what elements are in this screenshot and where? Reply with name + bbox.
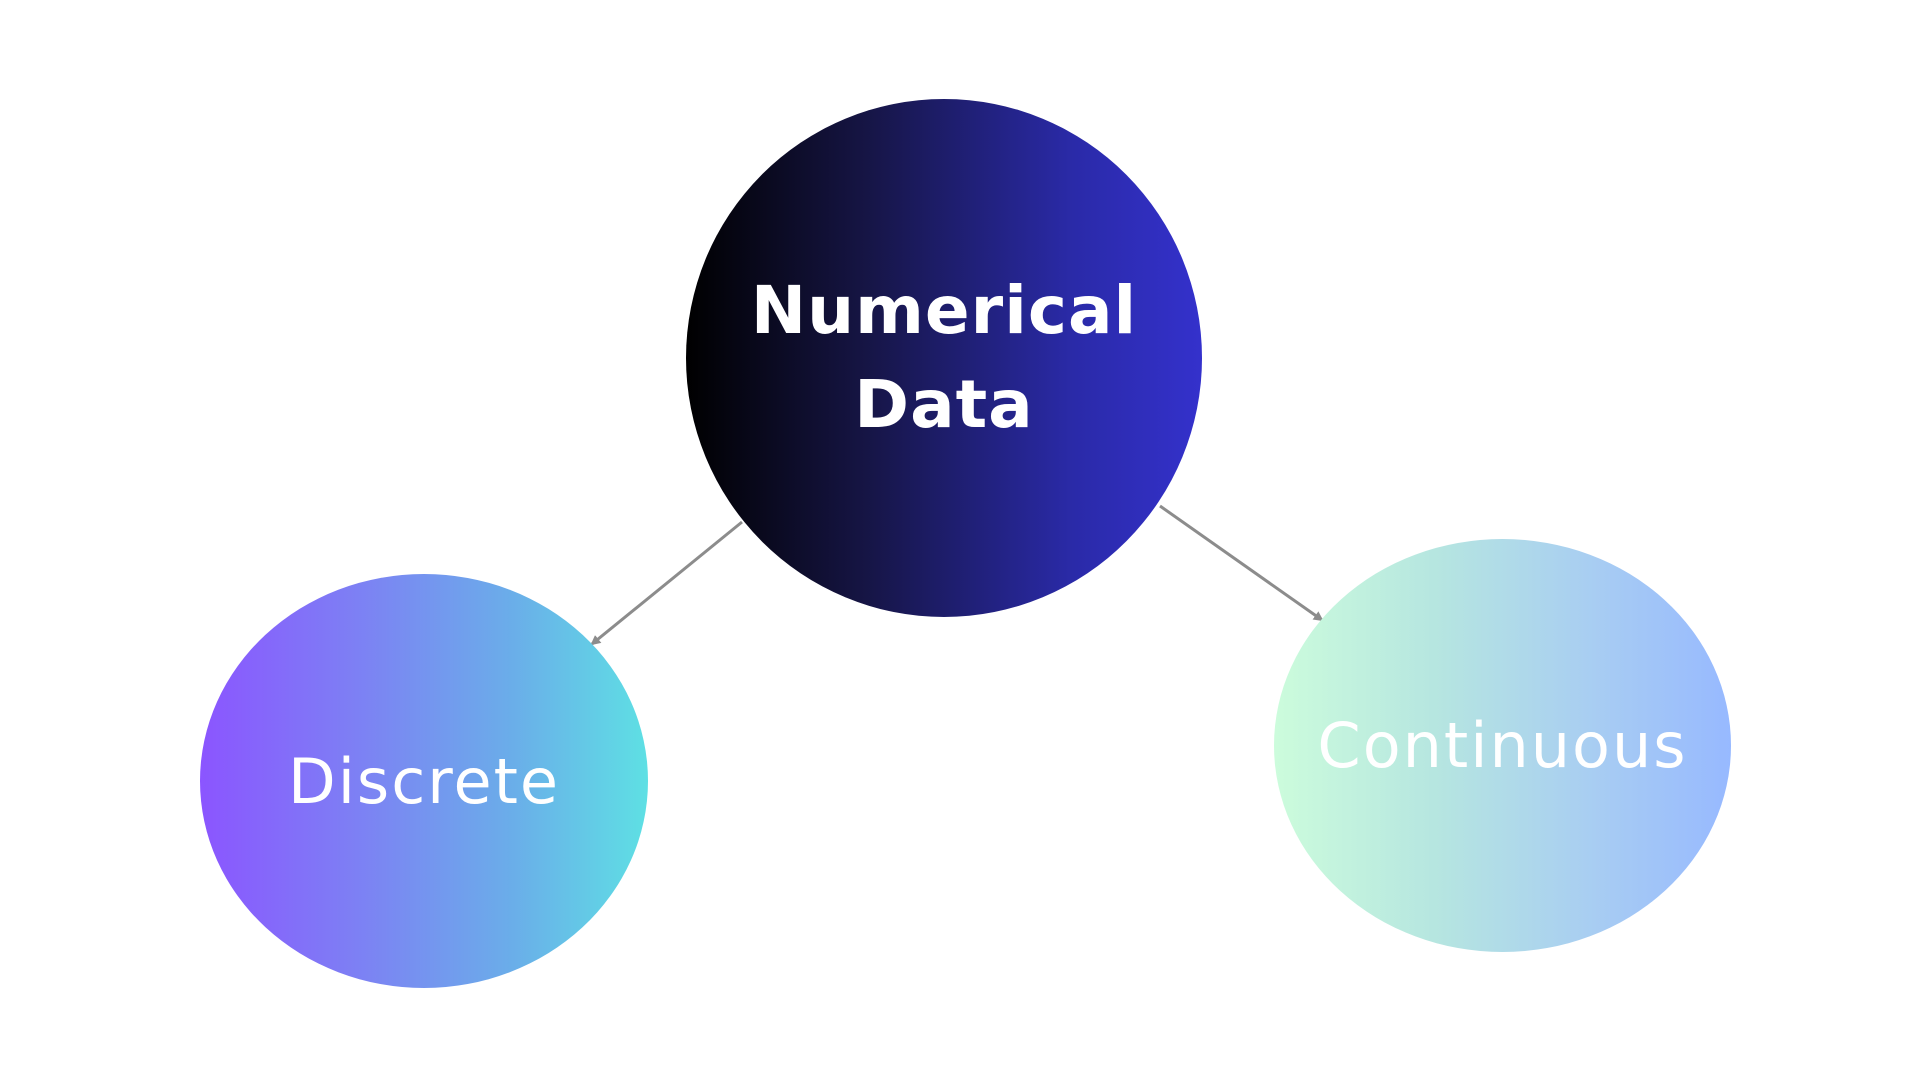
edge-root-to-continuous xyxy=(1159,504,1324,622)
node-continuous: Continuous xyxy=(1274,539,1731,952)
node-discrete: Discrete xyxy=(200,574,648,988)
node-continuous-label: Continuous xyxy=(1317,709,1688,782)
node-numerical-data-label-line2: Data xyxy=(854,366,1034,443)
node-numerical-data-label-line1: Numerical xyxy=(750,272,1138,349)
node-discrete-label: Discrete xyxy=(287,744,561,818)
node-numerical-data: Numerical Data xyxy=(686,99,1202,617)
node-numerical-data-label: Numerical Data xyxy=(751,264,1137,452)
edge-root-to-discrete xyxy=(590,520,743,646)
